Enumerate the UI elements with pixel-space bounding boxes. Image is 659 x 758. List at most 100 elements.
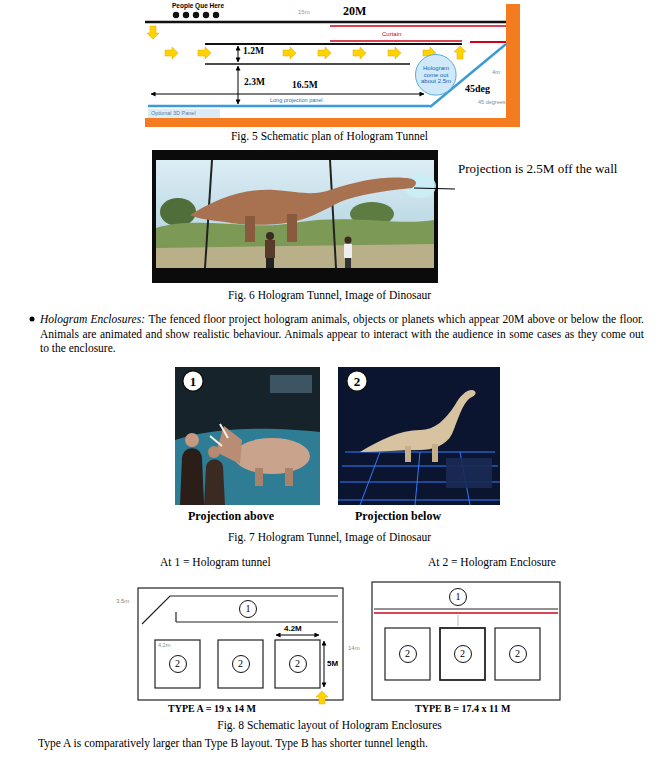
image-caption: Projection above (188, 510, 274, 524)
paragraph: Hologram Enclosures:The fenced floor pro… (40, 312, 644, 356)
flow-arrow (388, 47, 401, 59)
photo-frame (152, 150, 438, 283)
queue-label: People Que Here (172, 2, 224, 9)
tunnel-wall-line (175, 612, 176, 622)
callout-number: 1 (190, 375, 197, 388)
grid-line (415, 452, 420, 505)
layout-type-label: TYPE B = 17.4 x 11 M (415, 703, 510, 715)
curtain-line (374, 612, 558, 614)
dimension-label: 4.2M (284, 624, 302, 633)
visitor-figure (344, 244, 352, 258)
enclosure-square (385, 628, 430, 680)
dimension-line (238, 46, 239, 62)
enclosure-square (218, 640, 263, 688)
panel-divider (330, 160, 336, 268)
callout-number: 1 (456, 592, 461, 602)
entry-arrow (316, 691, 328, 704)
callout-circle: 2 (169, 655, 187, 673)
tunnel-wall-line (176, 621, 338, 622)
curtain-line (330, 25, 506, 27)
figure-caption: Fig. 6 Hologram Tunnel, Image of Dinosau… (0, 289, 659, 302)
circle-outline (454, 646, 471, 663)
flow-arrow (165, 47, 178, 59)
flow-arrow (318, 47, 331, 59)
dinosaur-leg (287, 214, 297, 242)
grid-line (360, 452, 380, 505)
curtain-line (330, 40, 462, 42)
callout-number: 2 (405, 649, 410, 659)
dimension-line (276, 635, 319, 636)
visitor-figure (180, 448, 204, 505)
node-text: Hologram come out about 2.5m (420, 65, 452, 85)
enclosure-square (440, 628, 485, 680)
person-dot (203, 12, 209, 18)
enclosure-square (275, 640, 320, 688)
circle-outline (399, 646, 416, 663)
person-dot (183, 12, 189, 18)
dinosaur-figure (234, 438, 310, 474)
angle-label: 45deg (465, 83, 490, 95)
dimension-label: 16.5M (292, 80, 318, 91)
callout-circle: 1 (239, 600, 257, 618)
visitor-figure (345, 258, 351, 268)
curtain-line (470, 41, 506, 43)
callout-circle: 1 (182, 370, 204, 392)
visitor-figure (204, 460, 225, 506)
callout-circle: 2 (346, 370, 368, 392)
person-dot (213, 12, 219, 18)
figure-caption: Fig. 8 Schematic layout of Hologram Encl… (0, 719, 659, 732)
visitor-figure (345, 237, 352, 244)
photo-frame (338, 367, 500, 505)
figure-caption: Fig. 5 Schematic plan of Hologram Tunnel (0, 130, 659, 143)
dinosaur-leg (245, 216, 255, 242)
dinosaur-leg (285, 468, 293, 486)
visitor-figure (266, 258, 274, 268)
dimension-label: 5M (327, 659, 338, 668)
circle-outline (450, 589, 467, 606)
callout-number: 2 (460, 649, 465, 659)
angle-label: 45 degrees (478, 99, 506, 105)
layout-outline (372, 582, 560, 700)
callout-circle: 2 (399, 645, 417, 663)
dimension-label: 3.5m (116, 598, 129, 605)
key-label: At 1 = Hologram tunnel (160, 556, 271, 569)
guide-line (458, 615, 459, 626)
visitor-figure (208, 446, 220, 458)
optional-panel-band (148, 109, 220, 118)
wall-screen (270, 375, 312, 393)
dimension-line (151, 94, 424, 95)
projection-panel-line (148, 105, 430, 108)
key-label: At 2 = Hologram Enclosure (428, 556, 556, 569)
photo-frame (175, 367, 320, 505)
dimension-label: 4.2m (158, 642, 170, 648)
person-dot (173, 12, 179, 18)
callout-number: 2 (175, 659, 180, 669)
tunnel-wall-line (145, 21, 506, 24)
orange-wall (506, 4, 520, 127)
flow-arrow (353, 47, 366, 59)
enclosure-square (495, 628, 540, 680)
circle-outline (232, 656, 249, 673)
body-text: Type A is comparatively larger than Type… (38, 737, 428, 750)
photo-sky (156, 160, 434, 268)
enclosure-square (155, 640, 200, 688)
callout-circle: 2 (509, 645, 527, 663)
dinosaur-leg (432, 444, 438, 462)
callout-circle: 2 (454, 645, 472, 663)
info-panel (446, 458, 492, 488)
dimension-label: 14m (348, 645, 360, 652)
dinosaur-figure (190, 178, 416, 225)
hologram-pool (175, 429, 320, 505)
dimension-label: 1.2M (243, 46, 264, 57)
callout-number: 2 (354, 375, 361, 388)
callout-number: 2 (295, 659, 300, 669)
tunnel-wall-line (142, 596, 338, 624)
leader-line (414, 188, 455, 189)
dimension-label: 20M (343, 5, 366, 19)
bullet-dot (30, 317, 35, 322)
visitor-figure (265, 240, 275, 258)
photo-floor (156, 244, 434, 268)
layout-type-label: TYPE A = 19 x 14 M (168, 703, 256, 715)
circle-outline (289, 656, 306, 673)
